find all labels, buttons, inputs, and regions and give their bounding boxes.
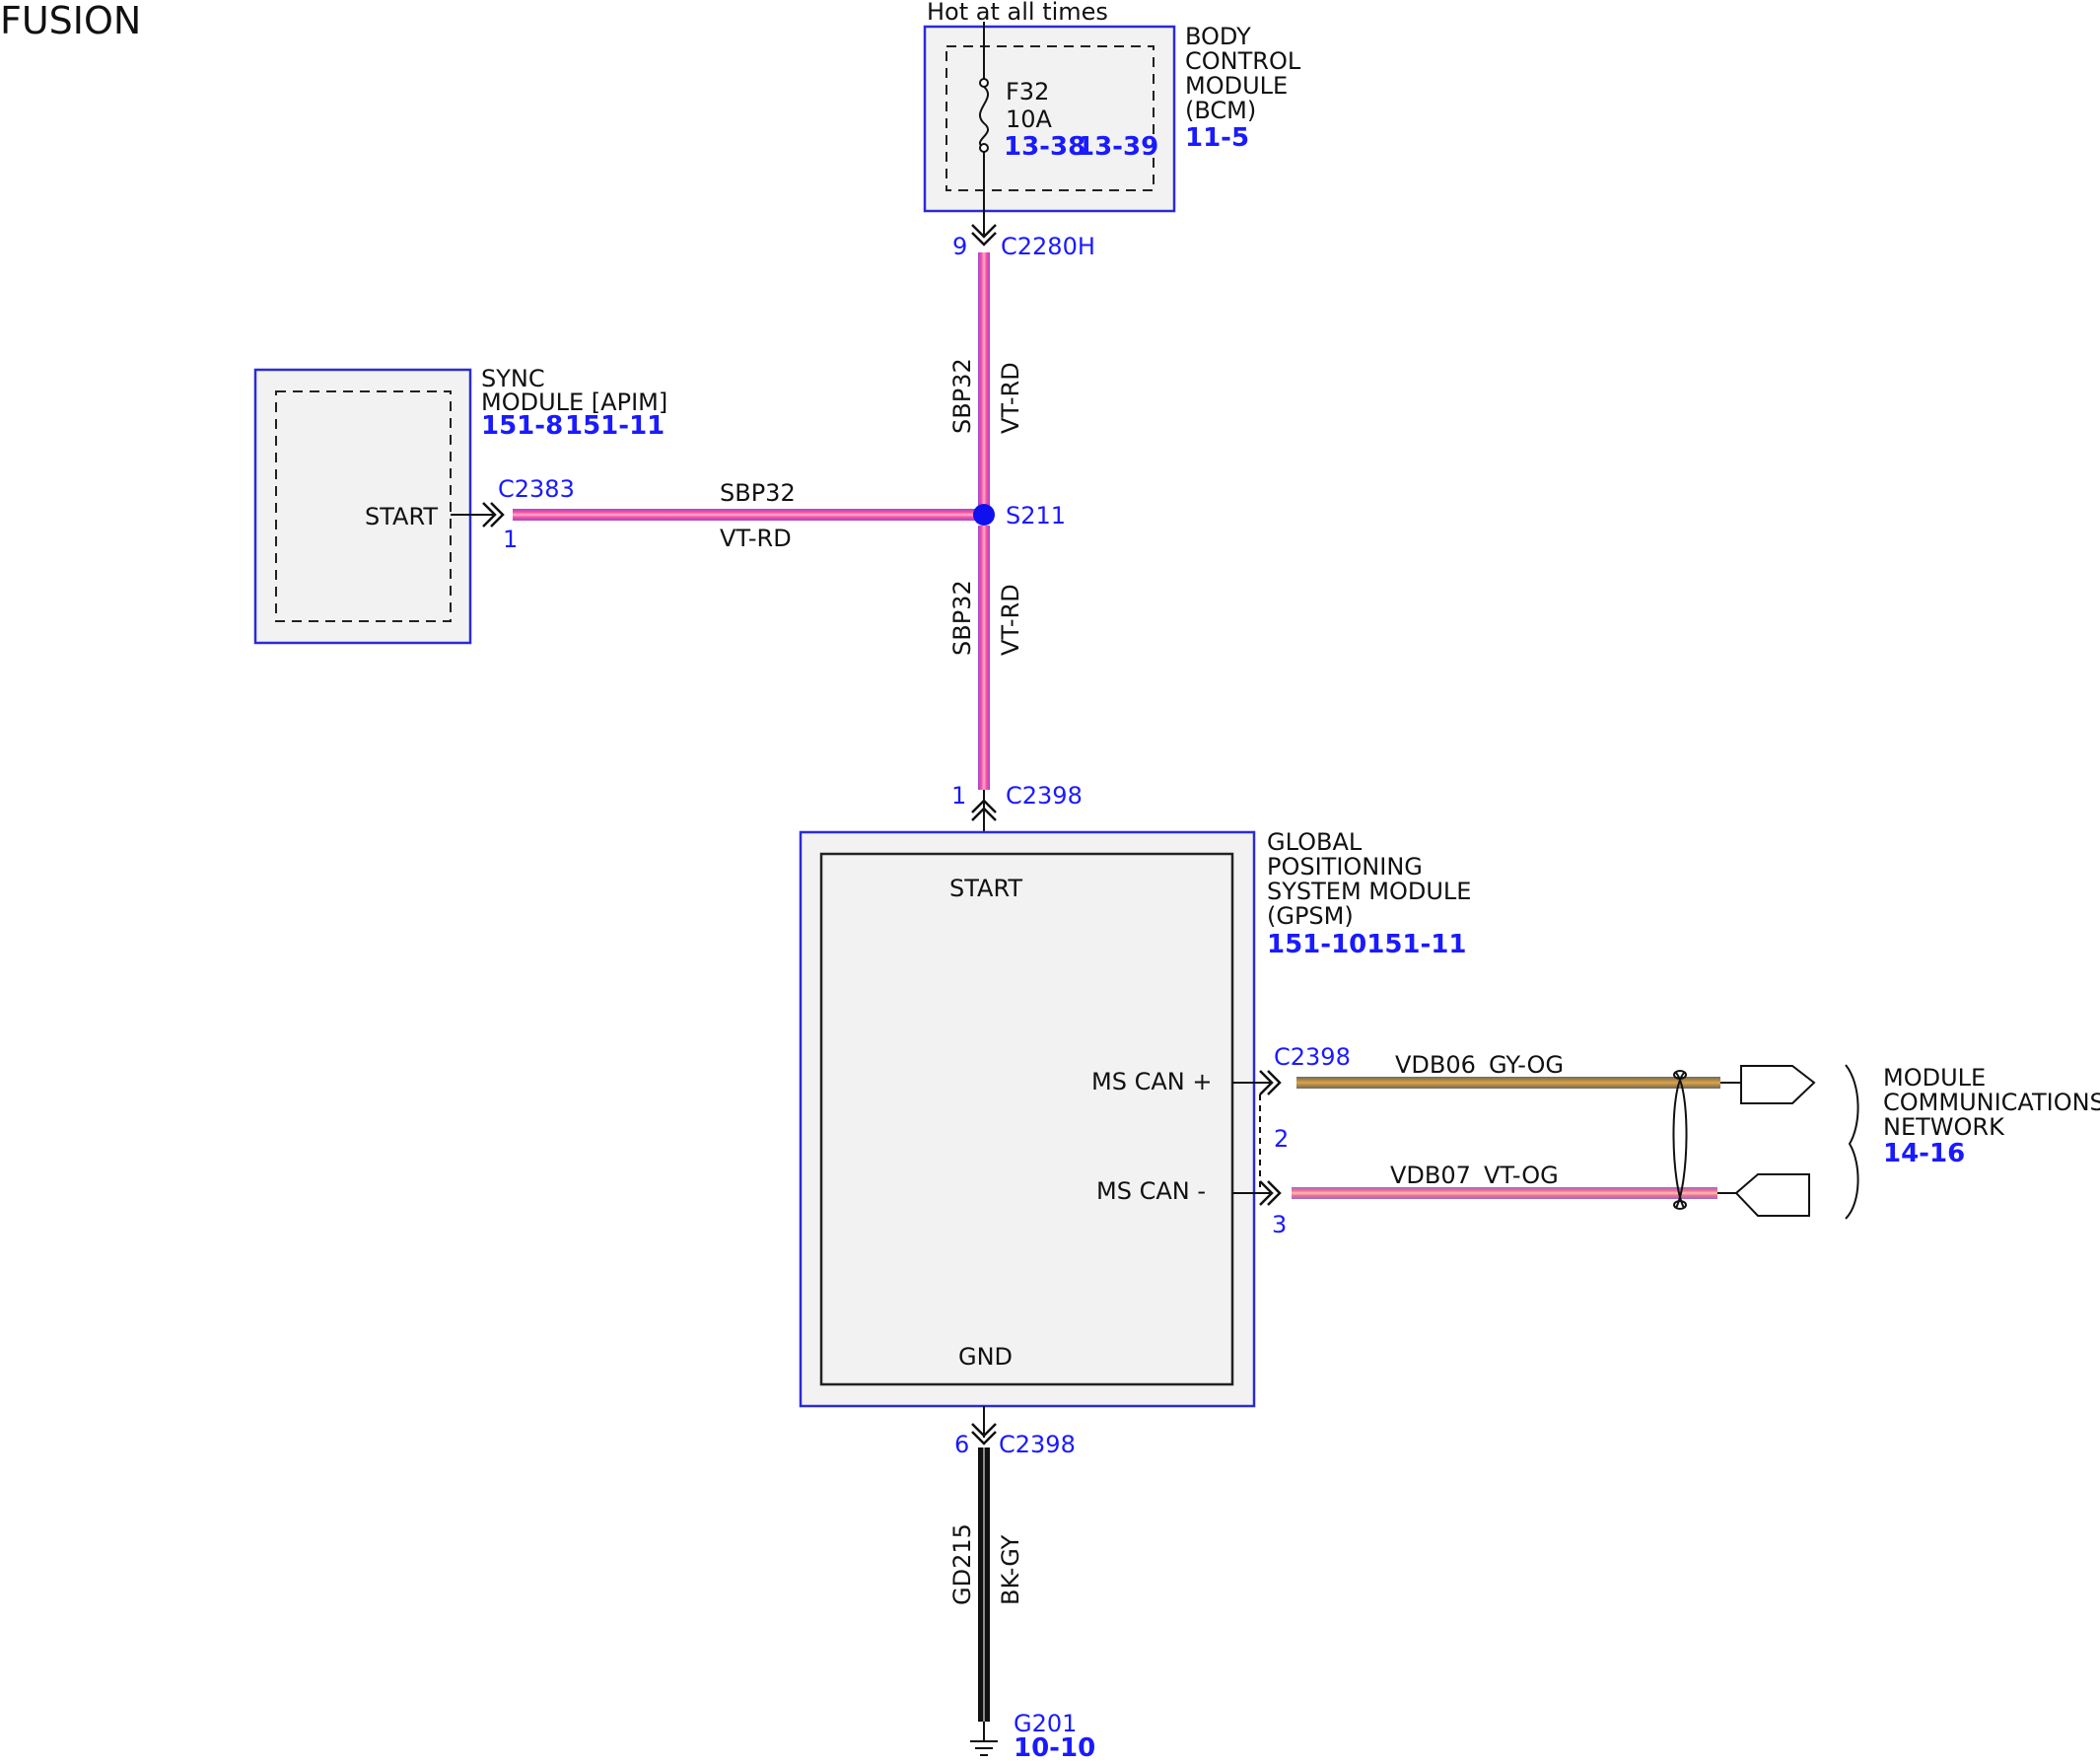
can-plus-terminal-icon	[1740, 1065, 1816, 1104]
svg-text:SYNC: SYNC	[481, 365, 545, 392]
fuse-name: F32	[1006, 78, 1049, 106]
splice-label: S211	[1006, 502, 1066, 529]
svg-text:SYSTEM MODULE: SYSTEM MODULE	[1267, 878, 1471, 905]
wire-can-minus-circuit: VDB07	[1390, 1162, 1471, 1189]
fuse-ref-link-2[interactable]: 13-39	[1077, 132, 1158, 162]
wire-sync-to-splice	[513, 509, 984, 521]
wire-sync-circuit: SBP32	[720, 479, 796, 507]
wire-gpsm-color: VT-RD	[997, 584, 1024, 656]
wire-can-plus-color: GY-OG	[1489, 1051, 1564, 1079]
wire-can-minus-color: VT-OG	[1484, 1162, 1559, 1189]
ground-name: G201	[1014, 1710, 1077, 1737]
gpsm-start-label: START	[949, 875, 1022, 902]
fuse-rating: 10A	[1006, 106, 1053, 133]
splice-dot-icon	[973, 504, 995, 526]
network-ref-link[interactable]: 14-16	[1883, 1139, 1965, 1168]
gpsm-gnd-label: GND	[958, 1343, 1013, 1371]
sync-ref-link-2[interactable]: 151-11	[565, 411, 665, 441]
svg-text:(BCM): (BCM)	[1185, 97, 1256, 124]
sync-pin-label: START	[365, 503, 438, 530]
gpsm-start-pin: 1	[951, 782, 966, 810]
bcm-connector-label: C2280H	[1001, 233, 1095, 260]
svg-text:COMMUNICATIONS: COMMUNICATIONS	[1883, 1089, 2100, 1116]
twisted-pair-icon	[1672, 1070, 1688, 1210]
svg-text:MODULE: MODULE	[1883, 1064, 1986, 1092]
wire-ground-circuit: GD215	[948, 1523, 976, 1605]
svg-text:CONTROL: CONTROL	[1185, 47, 1301, 75]
wire-ms-can-minus	[1292, 1187, 1717, 1199]
wire-splice-to-gpsm	[978, 526, 990, 790]
ground-ref-link[interactable]: 10-10	[1014, 1733, 1095, 1763]
sync-connector-icon	[482, 502, 505, 528]
sync-module	[253, 368, 472, 645]
sync-name: SYNC MODULE [APIM]	[481, 365, 667, 416]
can-connector-label: C2398	[1274, 1043, 1351, 1071]
wire-bcm-circuit: SBP32	[948, 358, 976, 434]
wire-can-plus-circuit: VDB06	[1395, 1051, 1476, 1079]
bcm-name: BODY CONTROL MODULE (BCM)	[1185, 23, 1301, 124]
sync-pin: 1	[503, 526, 518, 553]
svg-text:(GPSM): (GPSM)	[1267, 902, 1354, 930]
svg-text:MODULE: MODULE	[1185, 72, 1288, 100]
can-plus-pin: 2	[1274, 1125, 1289, 1153]
gpsm-can-minus-label: MS CAN -	[1096, 1177, 1206, 1205]
fuse-ref-link-1[interactable]: 13-38	[1004, 132, 1085, 162]
gnd-pin: 6	[954, 1431, 969, 1458]
bcm-connector-icon	[971, 224, 997, 247]
bcm-pin: 9	[952, 233, 967, 260]
diagram-title: FUSION	[0, 0, 141, 42]
svg-text:GLOBAL: GLOBAL	[1267, 828, 1363, 856]
can-minus-pin: 3	[1272, 1211, 1287, 1238]
svg-text:BODY: BODY	[1185, 23, 1251, 50]
can-plus-connector-icon	[1259, 1070, 1282, 1095]
wire-gpsm-circuit: SBP32	[948, 580, 976, 656]
bcm-ref-link[interactable]: 11-5	[1185, 123, 1249, 153]
can-minus-connector-icon	[1259, 1180, 1282, 1206]
gpsm-can-plus-label: MS CAN +	[1091, 1068, 1212, 1095]
sync-ref-link-1[interactable]: 151-8	[481, 411, 563, 441]
gpsm-module	[799, 830, 1256, 1408]
network-brace-icon	[1845, 1064, 1859, 1220]
svg-text:MODULE [APIM]: MODULE [APIM]	[481, 388, 667, 416]
can-minus-terminal-icon	[1734, 1173, 1810, 1217]
gpsm-name: GLOBAL POSITIONING SYSTEM MODULE (GPSM)	[1267, 828, 1471, 930]
sync-connector-label: C2383	[498, 475, 575, 503]
wire-ground-color: BK-GY	[997, 1534, 1024, 1605]
gpsm-ref-link[interactable]: 151-10151-11	[1267, 930, 1467, 959]
wire-bcm-to-splice	[978, 252, 990, 514]
wire-bcm-color: VT-RD	[997, 362, 1024, 434]
svg-text:NETWORK: NETWORK	[1883, 1113, 2005, 1141]
ground-icon	[970, 1722, 998, 1756]
wire-sync-color: VT-RD	[720, 525, 792, 552]
svg-text:POSITIONING: POSITIONING	[1267, 853, 1423, 881]
gpsm-start-connector-label: C2398	[1006, 782, 1083, 810]
network-name: MODULE COMMUNICATIONS NETWORK	[1883, 1064, 2100, 1141]
wire-ms-can-plus	[1296, 1077, 1720, 1089]
gnd-connector-label: C2398	[999, 1431, 1076, 1458]
bcm-module	[923, 25, 1176, 213]
power-label: Hot at all times	[927, 0, 1108, 26]
gnd-connector-icon	[971, 1423, 997, 1446]
